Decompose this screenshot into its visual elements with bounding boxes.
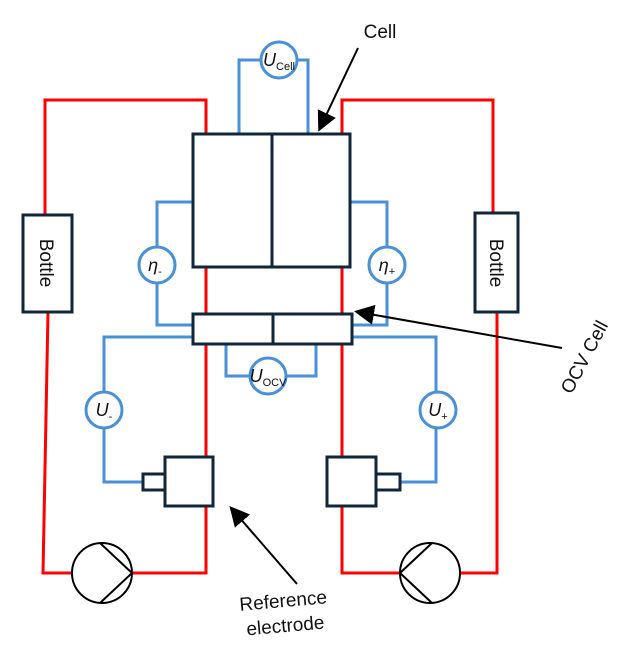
cell xyxy=(191,132,352,269)
svg-text:U-: U- xyxy=(96,400,113,423)
bottle-right: Bottle xyxy=(473,211,520,314)
svg-text:U+: U+ xyxy=(428,400,447,423)
cell-label: Cell xyxy=(364,22,397,43)
meter-eta-plus: η+ xyxy=(367,245,407,285)
reference-electrode-label: Reference electrode xyxy=(239,587,328,641)
bottle-left-label: Bottle xyxy=(35,239,56,288)
svg-text:UOCV: UOCV xyxy=(250,366,288,389)
pump-right-icon xyxy=(398,542,461,604)
bottle-right-label: Bottle xyxy=(485,239,506,288)
svg-text:η-: η- xyxy=(148,255,162,278)
reference-electrode-left xyxy=(141,455,215,508)
svg-text:UCell: UCell xyxy=(263,50,295,73)
reference-electrode-right xyxy=(325,455,402,508)
ocv-cell-arrow xyxy=(354,304,563,349)
meter-u-ocv: UOCV xyxy=(248,356,288,396)
pump-left-icon xyxy=(71,542,134,604)
meter-eta-minus: η- xyxy=(137,245,177,285)
meter-u-plus: U+ xyxy=(418,390,458,430)
svg-text:η+: η+ xyxy=(379,255,395,278)
ocv-cell xyxy=(191,312,354,346)
svg-text:electrode: electrode xyxy=(246,613,326,641)
measurement-wires xyxy=(102,58,438,484)
meter-u-cell: UCell xyxy=(259,40,299,80)
bottle-left: Bottle xyxy=(21,213,74,314)
positive-electrolyte-loop xyxy=(340,98,499,575)
reference-electrode-arrow xyxy=(229,505,298,585)
ocv-cell-label: OCV Cell xyxy=(557,318,613,398)
svg-text:Reference: Reference xyxy=(239,587,328,616)
cell-arrow xyxy=(317,47,359,132)
meter-u-minus: U- xyxy=(84,390,124,430)
negative-electrolyte-loop xyxy=(41,98,208,575)
